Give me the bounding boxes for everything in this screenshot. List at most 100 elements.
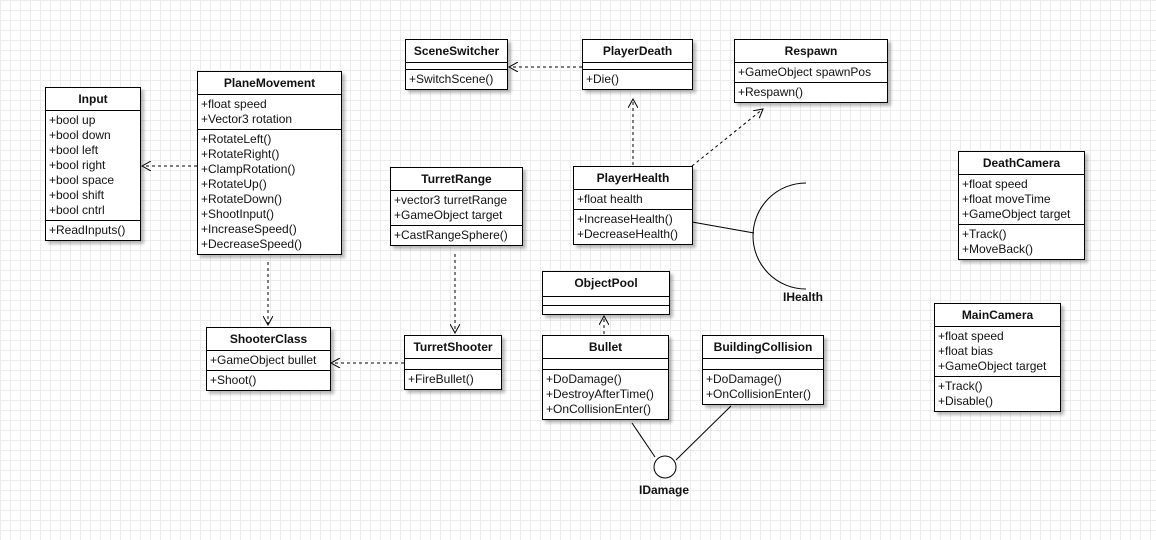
method: +RotateDown(): [201, 192, 283, 206]
method: +MoveBack(): [962, 242, 1034, 256]
class-turretshooter[interactable]: TurretShooter +FireBullet(): [404, 335, 502, 390]
class-attributes: [406, 63, 507, 70]
class-name: Respawn: [735, 40, 887, 63]
ihealth-interface-label: IHealth: [783, 290, 824, 304]
method: +CastRangeSphere(): [394, 228, 508, 242]
method: +IncreaseHealth(): [577, 212, 673, 226]
method: +OnCollisionEnter(): [706, 387, 812, 401]
class-name: ObjectPool: [543, 272, 669, 297]
class-sceneswitcher[interactable]: SceneSwitcher +SwitchScene(): [405, 39, 508, 90]
method: +RotateLeft(): [201, 132, 272, 146]
method: +OnCollisionEnter(): [546, 402, 652, 416]
method: +Respawn(): [738, 85, 804, 99]
class-planemovement[interactable]: PlaneMovement +float speed +Vector3 rota…: [197, 71, 342, 255]
idamage-lollipop: [653, 455, 677, 479]
class-methods: +Die(): [583, 70, 692, 89]
class-methods: +Shoot(): [207, 371, 330, 390]
method: +IncreaseSpeed(): [201, 222, 297, 236]
class-name: TurretRange: [391, 168, 522, 191]
class-attributes: [583, 63, 692, 70]
class-attributes: +GameObject spawnPos: [735, 63, 887, 83]
attribute: +GameObject spawnPos: [738, 65, 872, 79]
class-methods: +Track() +MoveBack(): [959, 225, 1084, 259]
class-methods: +CastRangeSphere(): [391, 226, 522, 245]
method: +DoDamage(): [546, 372, 622, 386]
class-methods: +Track() +Disable(): [935, 377, 1060, 411]
class-attributes: [703, 359, 823, 370]
class-name: Input: [46, 88, 140, 111]
method: +DecreaseHealth(): [577, 227, 679, 241]
method: +Disable(): [938, 394, 994, 408]
idamage-interface-label: IDamage: [639, 483, 690, 497]
method: +Track(): [938, 379, 983, 393]
attribute: +bool shift: [49, 188, 105, 202]
class-attributes: [543, 297, 669, 306]
class-turretrange[interactable]: TurretRange +vector3 turretRange +GameOb…: [390, 167, 523, 246]
class-attributes: +float speed +float moveTime +GameObject…: [959, 175, 1084, 225]
attribute: +bool space: [49, 173, 115, 187]
class-maincamera[interactable]: MainCamera +float speed +float bias +Gam…: [934, 303, 1061, 412]
class-playerhealth[interactable]: PlayerHealth +float health +IncreaseHeal…: [573, 166, 693, 245]
method: +FireBullet(): [408, 372, 474, 386]
attribute: +GameObject target: [938, 359, 1047, 373]
attribute: +bool left: [49, 143, 99, 157]
attribute: +bool up: [49, 113, 96, 127]
attribute: +bool right: [49, 158, 106, 172]
class-name: DeathCamera: [959, 152, 1084, 175]
class-name: PlayerHealth: [574, 167, 692, 190]
realization-bullet-idamage: [631, 422, 656, 458]
class-methods: [543, 306, 669, 314]
class-attributes: [405, 359, 501, 370]
realization-buildingcollision-idamage: [675, 405, 732, 461]
attribute: +float moveTime: [962, 192, 1051, 206]
class-name: PlaneMovement: [198, 72, 341, 95]
method: +RotateUp(): [201, 177, 267, 191]
class-methods: +Respawn(): [735, 83, 887, 102]
class-methods: +IncreaseHealth() +DecreaseHealth(): [574, 210, 692, 244]
class-input[interactable]: Input +bool up +bool down +bool left +bo…: [45, 87, 141, 241]
method: +DestroyAfterTime(): [546, 387, 654, 401]
dependency-playerhealth-respawn: [691, 109, 763, 167]
class-objectpool[interactable]: ObjectPool: [542, 271, 670, 315]
class-respawn[interactable]: Respawn +GameObject spawnPos +Respawn(): [734, 39, 888, 103]
attribute: +float health: [577, 192, 643, 206]
class-deathcamera[interactable]: DeathCamera +float speed +float moveTime…: [958, 151, 1085, 260]
attribute: +bool cntrl: [49, 203, 105, 217]
method: +DoDamage(): [706, 372, 782, 386]
method: +Die(): [586, 72, 620, 86]
method: +ClampRotation(): [201, 162, 296, 176]
method: +RotateRight(): [201, 147, 280, 161]
class-bullet[interactable]: Bullet +DoDamage() +DestroyAfterTime() +…: [542, 335, 669, 420]
attribute: +GameObject target: [394, 208, 503, 222]
method: +SwitchScene(): [409, 72, 494, 86]
class-playerdeath[interactable]: PlayerDeath +Die(): [582, 39, 693, 90]
method: +DecreaseSpeed(): [201, 237, 303, 251]
class-methods: +FireBullet(): [405, 370, 501, 389]
class-buildingcollision[interactable]: BuildingCollision +DoDamage() +OnCollisi…: [702, 335, 824, 405]
attribute: +Vector3 rotation: [201, 112, 293, 126]
class-methods: +RotateLeft() +RotateRight() +ClampRotat…: [198, 130, 341, 254]
class-shooterclass[interactable]: ShooterClass +GameObject bullet +Shoot(): [206, 327, 331, 391]
attribute: +float speed: [962, 177, 1028, 191]
class-attributes: +float speed +Vector3 rotation: [198, 95, 341, 130]
attribute: +GameObject target: [962, 207, 1071, 221]
class-attributes: +float health: [574, 190, 692, 210]
method: +Shoot(): [210, 373, 257, 387]
realization-playerhealth-ihealth: [691, 221, 755, 234]
class-name: PlayerDeath: [583, 40, 692, 63]
attribute: +float speed: [201, 97, 267, 111]
attribute: +float speed: [938, 329, 1004, 343]
ihealth-socket: [752, 182, 807, 290]
class-attributes: [543, 359, 668, 370]
class-attributes: +vector3 turretRange +GameObject target: [391, 191, 522, 226]
class-methods: +DoDamage() +OnCollisionEnter(): [703, 370, 823, 404]
attribute: +GameObject bullet: [210, 353, 317, 367]
class-methods: +DoDamage() +DestroyAfterTime() +OnColli…: [543, 370, 668, 419]
class-name: Bullet: [543, 336, 668, 359]
method: +ReadInputs(): [49, 223, 126, 237]
method: +Track(): [962, 227, 1007, 241]
class-methods: +SwitchScene(): [406, 70, 507, 89]
class-name: TurretShooter: [405, 336, 501, 359]
class-methods: +ReadInputs(): [46, 221, 140, 240]
